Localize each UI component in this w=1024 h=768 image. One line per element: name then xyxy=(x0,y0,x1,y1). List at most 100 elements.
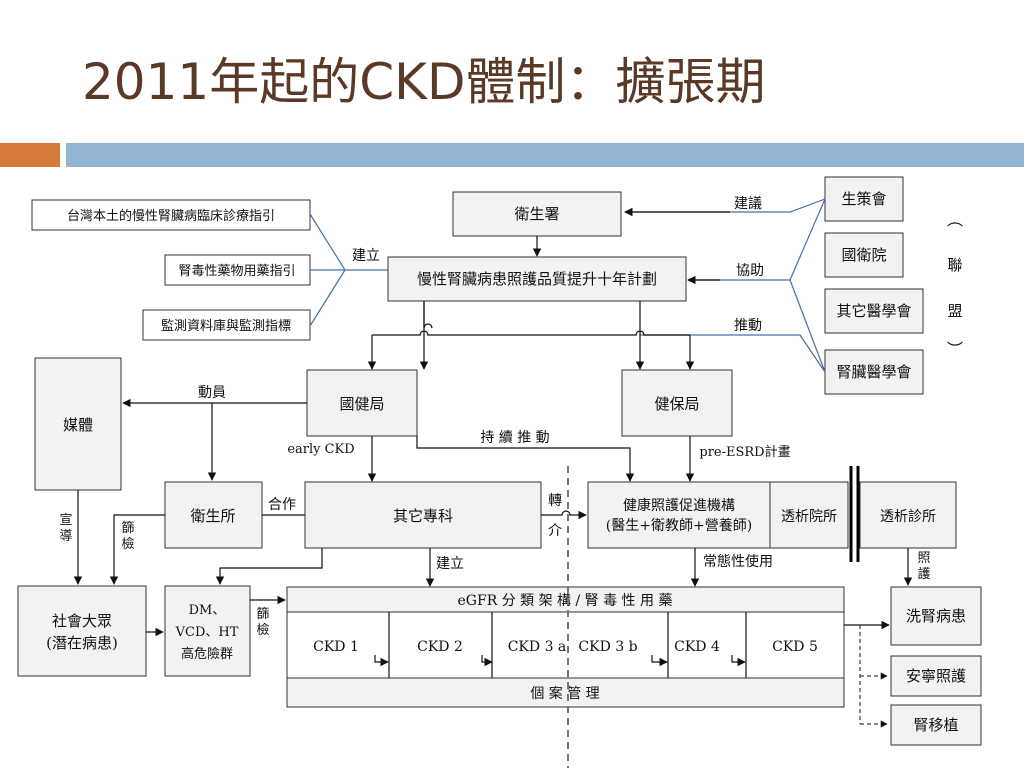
early-ckd-label: early CKD xyxy=(287,442,354,457)
alliance-box-4 xyxy=(824,349,924,395)
guideline-label-3: 監測資料庫與監測指標 xyxy=(161,318,291,334)
dialysis-clinic-box xyxy=(859,481,957,549)
outcome-box-dialysis xyxy=(890,586,982,646)
outcome-label-transplant: 腎移植 xyxy=(913,716,958,734)
ten-year-plan-box xyxy=(387,256,687,302)
alliance-group: 生策會 國衛院 其它醫學會 腎臟醫學會 ︵ 聯 盟 ︶ xyxy=(824,176,963,395)
stage-ckd1: CKD 1 xyxy=(313,639,359,655)
arrow-continuous-promote xyxy=(416,436,635,482)
referral-arrow xyxy=(541,510,587,520)
arrow-specialty-highrisk xyxy=(215,548,323,585)
accent-bar-blue xyxy=(66,143,1024,167)
outcome-box-transplant xyxy=(890,704,982,746)
suggest-label: 建議 xyxy=(734,195,762,212)
promote-connector xyxy=(640,334,826,373)
bhp-box xyxy=(306,369,418,437)
suggest-connector xyxy=(624,198,826,217)
public-box xyxy=(17,585,147,677)
stage-ckd2: CKD 2 xyxy=(417,639,463,655)
care-char-1: 照 xyxy=(917,551,930,566)
stage-ckd3b: CKD 3 b xyxy=(578,639,637,655)
public-label-2: (潛在病患) xyxy=(46,634,118,652)
health-dept-label: 衛生署 xyxy=(514,205,559,223)
alliance-paren-open: ︵ xyxy=(947,210,963,229)
other-specialty-box xyxy=(304,481,542,549)
guideline-connector xyxy=(309,213,388,327)
outcome-label-dialysis: 洗腎病患 xyxy=(906,607,966,625)
dialysis-hospital-box xyxy=(769,481,849,549)
media-box xyxy=(34,357,122,491)
alliance-char-2: 盟 xyxy=(947,302,962,320)
stage-ckd3a: CKD 3 a xyxy=(508,639,567,655)
case-mgmt-bar xyxy=(286,677,845,708)
high-risk-label-1: DM、 xyxy=(189,603,226,618)
dialysis-clinic-label: 透析診所 xyxy=(880,509,936,525)
alliance-label-2: 國衛院 xyxy=(841,246,886,264)
page-title: 2011年起的CKD體制：擴張期 xyxy=(82,53,766,111)
guideline-label-1: 台灣本土的慢性腎臟病臨床診療指引 xyxy=(67,208,275,224)
stage-arrow-3 xyxy=(651,655,668,667)
bhp-label: 國健局 xyxy=(339,395,384,413)
care-org-label-1: 健康照護促進機構 xyxy=(623,497,735,514)
health-station-box xyxy=(164,481,263,549)
establish-label: 建立 xyxy=(352,248,380,264)
stage-arrow-1 xyxy=(374,655,389,667)
ckd-stage-row xyxy=(286,611,845,679)
screen-char-4: 檢 xyxy=(256,622,269,638)
pre-esrd-label: pre-ESRD計畫 xyxy=(699,444,790,460)
alliance-label-4: 腎臟醫學會 xyxy=(836,363,911,381)
alliance-paren-close: ︶ xyxy=(947,340,963,359)
egfr-bar xyxy=(286,586,845,613)
promote-label: 推動 xyxy=(734,318,762,334)
screen-char-2: 檢 xyxy=(121,536,134,552)
guideline-box-2 xyxy=(164,254,311,286)
routine-use-label: 常態性使用 xyxy=(703,553,773,570)
ten-year-plan-label: 慢性腎臟病患照護品質提升十年計劃 xyxy=(417,270,657,288)
nhi-label: 健保局 xyxy=(654,395,699,413)
dialysis-hospital-label: 透析院所 xyxy=(781,509,837,525)
stage-arrow-4 xyxy=(731,655,746,667)
alliance-char-1: 聯 xyxy=(947,256,962,274)
media-label: 媒體 xyxy=(63,416,93,434)
propaganda-char-2: 導 xyxy=(59,529,72,544)
establish-label-2: 建立 xyxy=(436,556,464,572)
stage-ckd4: CKD 4 xyxy=(674,639,720,655)
screen-char-1: 篩 xyxy=(121,521,134,536)
alliance-box-2 xyxy=(824,232,904,278)
accent-bar-orange xyxy=(0,143,60,167)
outcome-box-hospice xyxy=(890,655,982,697)
guideline-label-2: 腎毒性藥物用藥指引 xyxy=(178,264,295,279)
guideline-boxes: 台灣本土的慢性腎臟病臨床診療指引 腎毒性藥物用藥指引 監測資料庫與監測指標 xyxy=(31,199,311,341)
cooperate-label: 合作 xyxy=(268,497,296,513)
high-risk-label-2: VCD、HT xyxy=(175,625,239,640)
propaganda-char-1: 宣 xyxy=(59,512,72,528)
arrow-station-public xyxy=(109,514,165,585)
stage-ckd5: CKD 5 xyxy=(772,639,818,655)
alliance-label-3: 其它醫學會 xyxy=(836,302,911,320)
high-risk-label-3: 高危險群 xyxy=(181,646,233,662)
care-org-label-2: (醫生+衛教師+營養師) xyxy=(606,517,752,534)
stage-arrow-2 xyxy=(481,655,493,667)
high-risk-box xyxy=(164,585,251,677)
egfr-bar-label: eGFR 分 類 架 構 / 腎 毒 性 用 藥 xyxy=(458,593,673,609)
nhi-box xyxy=(621,369,733,437)
care-char-2: 護 xyxy=(917,566,930,582)
guideline-box-3 xyxy=(142,309,311,341)
referral-char-2: 介 xyxy=(548,523,562,539)
mobilize-label: 動員 xyxy=(198,385,226,401)
case-mgmt-label: 個 案 管 理 xyxy=(530,685,599,702)
health-station-label: 衛生所 xyxy=(190,507,235,525)
referral-char-1: 轉 xyxy=(548,493,562,509)
continuous-promote-label: 持 續 推 動 xyxy=(480,430,549,446)
alliance-box-3 xyxy=(824,288,924,334)
care-org-box xyxy=(587,481,771,549)
public-label-1: 社會大眾 xyxy=(52,612,112,630)
other-specialty-label: 其它專科 xyxy=(393,507,453,525)
alliance-label-1: 生策會 xyxy=(841,190,886,208)
assist-connector xyxy=(688,198,826,373)
outcome-label-hospice: 安寧照護 xyxy=(906,667,966,685)
assist-label: 協助 xyxy=(736,263,764,279)
screen-char-3: 篩 xyxy=(256,607,269,622)
plan-line-left xyxy=(423,301,433,329)
